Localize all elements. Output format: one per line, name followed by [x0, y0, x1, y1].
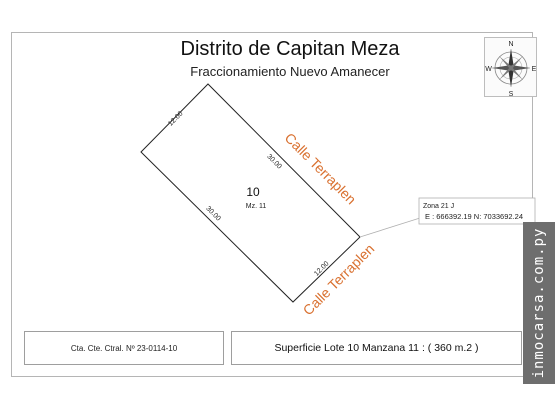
compass-west-label: W: [485, 66, 492, 73]
compass-east-label: E: [532, 66, 537, 73]
coordinate-values: E : 666392.19 N: 7033692.24: [425, 212, 523, 221]
street-label-right: Calle Terraplen: [282, 130, 360, 208]
street-label-bottom: Calle Terraplen: [300, 241, 378, 319]
plan-subtitle: Fraccionamiento Nuevo Amanecer: [190, 64, 390, 79]
watermark-band: inmocarsa.com.py: [523, 222, 555, 384]
lot-side-top-length: 12.00: [167, 110, 184, 127]
compass-south-label: S: [509, 91, 514, 98]
cadastral-account: Cta. Cte. Ctral. Nº 23-0114-10: [70, 343, 178, 353]
compass-icon: N S E W: [485, 41, 537, 98]
lot-side-bottom-length: 12.00: [313, 260, 330, 277]
cadastral-account-box: Cta. Cte. Ctral. Nº 23-0114-10: [24, 331, 224, 365]
watermark-text: inmocarsa.com.py: [531, 227, 547, 379]
coordinate-box: [418, 197, 536, 225]
lot-number: 10: [246, 185, 260, 199]
lot-surface-box: Superficie Lote 10 Manzana 11 : ( 360 m.…: [231, 331, 522, 365]
coordinate-zone: Zona 21 J: [423, 203, 454, 210]
lot-block: Mz. 11: [246, 203, 267, 210]
plan-title: Distrito de Capitan Meza: [180, 38, 400, 60]
coordinate-leader-line: [359, 217, 421, 238]
lot-side-left-length: 30.00: [204, 205, 221, 222]
lot-surface: Superficie Lote 10 Manzana 11 : ( 360 m.…: [274, 342, 479, 354]
lot-side-right-length: 30.00: [265, 153, 282, 170]
compass-north-label: N: [508, 41, 513, 48]
compass-rose: N S E W: [484, 37, 537, 98]
